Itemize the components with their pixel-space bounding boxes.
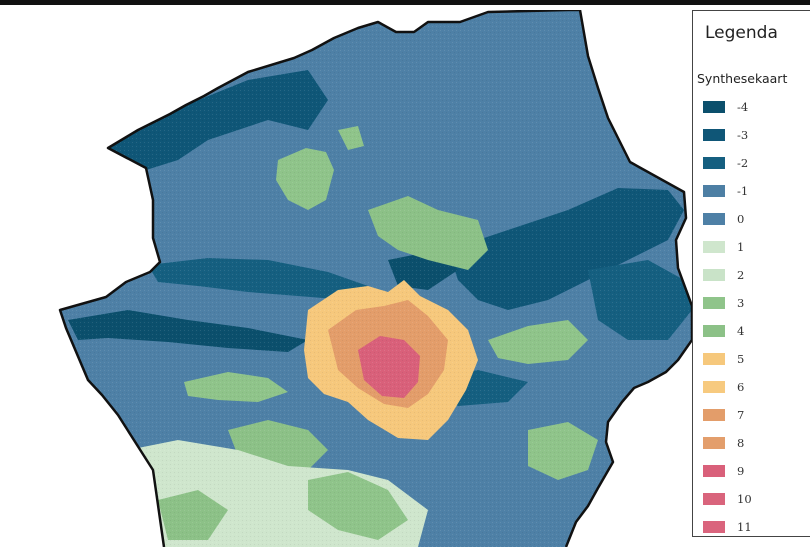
legend-label: 7 [737, 408, 745, 422]
map-fill-group [60, 10, 692, 547]
legend-label: 4 [737, 324, 745, 338]
legend-label: -2 [737, 156, 749, 170]
legend-label: -4 [737, 100, 749, 114]
legend-item: 10 [703, 485, 752, 513]
legend-label: 9 [737, 464, 745, 478]
legend-label: -1 [737, 184, 749, 198]
legend-item: 8 [703, 429, 752, 457]
legend-item: 2 [703, 261, 752, 289]
legend-subtitle: Synthesekaart [697, 71, 788, 86]
legend-item: -1 [703, 177, 752, 205]
legend-list: -4 -3 -2 -1 0 1 2 3 4 5 6 7 8 9 10 11 [703, 93, 752, 536]
legend-label: 6 [737, 380, 745, 394]
region-boundary [58, 10, 692, 547]
legend-swatch [703, 129, 725, 141]
legend-item: 4 [703, 317, 752, 345]
legend-item: 6 [703, 373, 752, 401]
legend-label: -3 [737, 128, 749, 142]
legend-item: 0 [703, 205, 752, 233]
legend-item: 5 [703, 345, 752, 373]
map-panel[interactable] [8, 10, 692, 547]
legend-label: 5 [737, 352, 745, 366]
legend-label: 2 [737, 268, 745, 282]
legend-label: 3 [737, 296, 745, 310]
legend-item: 11 [703, 513, 752, 536]
legend-swatch [703, 521, 725, 533]
synthesis-map[interactable] [8, 10, 692, 547]
legend-title: Legenda [705, 23, 778, 43]
legend-label: 0 [737, 212, 745, 226]
legend-item: -4 [703, 93, 752, 121]
legend-label: 11 [737, 520, 752, 534]
top-border [0, 0, 810, 5]
legend-item: 7 [703, 401, 752, 429]
legend-swatch [703, 297, 725, 309]
legend-label: 8 [737, 436, 745, 450]
legend-item: 1 [703, 233, 752, 261]
legend-label: 10 [737, 492, 752, 506]
legend-swatch [703, 325, 725, 337]
legend-swatch [703, 381, 725, 393]
legend-swatch [703, 185, 725, 197]
legend-swatch [703, 241, 725, 253]
legend-panel: Legenda Synthesekaart -4 -3 -2 -1 0 1 2 … [692, 10, 810, 537]
legend-swatch [703, 465, 725, 477]
legend-swatch [703, 353, 725, 365]
legend-swatch [703, 157, 725, 169]
legend-label: 1 [737, 240, 745, 254]
legend-swatch [703, 213, 725, 225]
legend-swatch [703, 101, 725, 113]
legend-item: -2 [703, 149, 752, 177]
legend-item: -3 [703, 121, 752, 149]
legend-item: 3 [703, 289, 752, 317]
legend-swatch [703, 493, 725, 505]
legend-swatch [703, 409, 725, 421]
hex-texture [60, 10, 692, 547]
legend-item: 9 [703, 457, 752, 485]
legend-swatch [703, 269, 725, 281]
legend-swatch [703, 437, 725, 449]
